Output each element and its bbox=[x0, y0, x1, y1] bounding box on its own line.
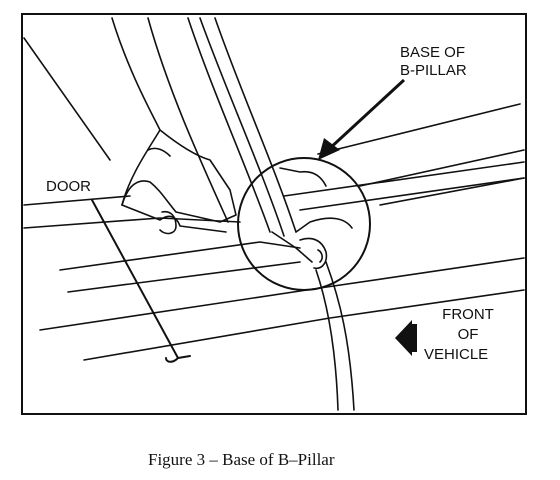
base-of-b-pillar-label-line1: BASE OF bbox=[400, 44, 466, 61]
front-of-vehicle-arrow bbox=[395, 320, 412, 356]
b-pillar-leader-line bbox=[326, 78, 406, 152]
front-of-vehicle-label-line3: VEHICLE bbox=[424, 346, 489, 363]
front-of-vehicle-arrow-body bbox=[410, 324, 417, 352]
sill-line-1 bbox=[23, 195, 131, 206]
b-pillar-outer bbox=[111, 17, 161, 206]
front-of-vehicle-label-line1: FRONT bbox=[442, 306, 494, 323]
sill-line-3 bbox=[59, 241, 301, 271]
base-of-b-pillar-label-line2: B-PILLAR bbox=[400, 62, 467, 79]
sill-line-4 bbox=[67, 261, 301, 293]
pillar-foot-detail bbox=[159, 210, 177, 235]
pillar-bracket-fold bbox=[147, 147, 171, 157]
door-edge-curve bbox=[325, 261, 355, 411]
figure-frame bbox=[21, 13, 527, 415]
front-of-vehicle-label-line2: OF bbox=[457, 326, 479, 343]
upper-body-line-1 bbox=[317, 103, 521, 155]
pillar-bracket bbox=[121, 129, 237, 223]
b-pillar-seam-2 bbox=[199, 17, 285, 237]
door-leader-hook bbox=[165, 355, 191, 363]
pillar-base-face bbox=[295, 217, 353, 233]
rocker-line-2 bbox=[299, 177, 525, 211]
pillar-base-tab bbox=[299, 237, 328, 270]
b-pillar-front-edge bbox=[147, 17, 229, 223]
sill-line-2 bbox=[23, 217, 241, 229]
pillar-base-top bbox=[279, 167, 327, 187]
upper-body-line-2 bbox=[359, 149, 525, 187]
figure-caption: Figure 3 – Base of B–Pillar bbox=[148, 450, 335, 469]
b-pillar-callout-circle bbox=[237, 157, 371, 291]
b-pillar-seam-1 bbox=[187, 17, 271, 233]
b-pillar-seam-3 bbox=[214, 17, 297, 233]
rocker-line-1 bbox=[283, 161, 525, 197]
upper-body-line-3 bbox=[379, 177, 525, 206]
pillar-base-tab-inner bbox=[317, 249, 323, 263]
door-label: DOOR bbox=[46, 178, 91, 195]
door-edge-curve-inner bbox=[315, 269, 339, 411]
roof-line-left bbox=[23, 37, 111, 161]
pillar-foot bbox=[121, 204, 227, 233]
sill-line-6 bbox=[83, 289, 525, 361]
door-leader-line bbox=[91, 199, 179, 359]
b-pillar-arrowhead bbox=[318, 138, 340, 160]
